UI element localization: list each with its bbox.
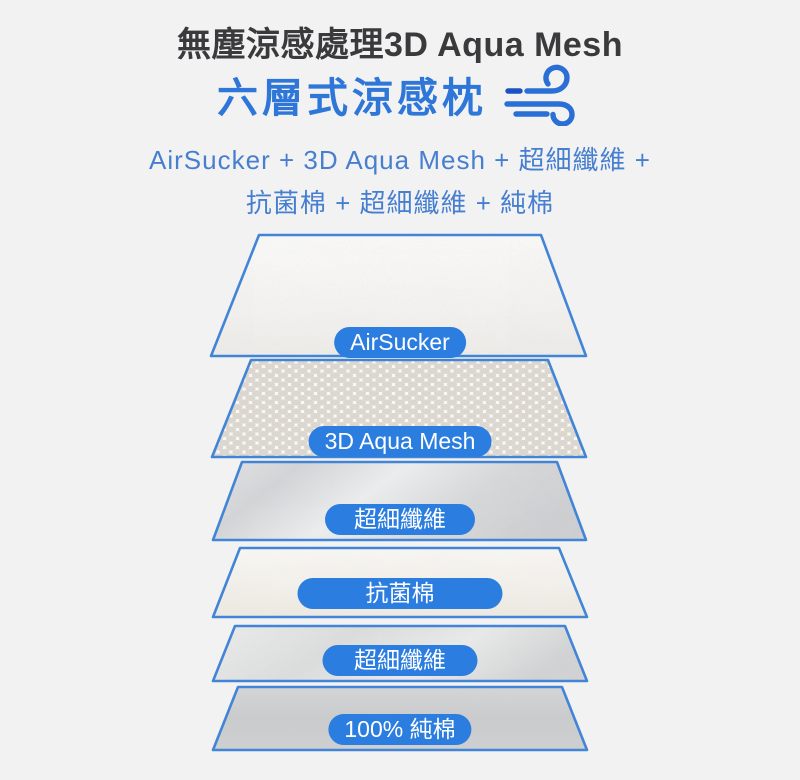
layer-2-surface (212, 360, 586, 457)
wind-icon (504, 64, 575, 126)
layer-4-outline (211, 546, 589, 619)
layer-label-pill-aqua-mesh: 3D Aqua Mesh (308, 426, 492, 457)
layer-1-surface (211, 235, 586, 356)
materials-formula-line1: AirSucker + 3D Aqua Mesh + 超細纖維 + (149, 145, 651, 175)
layer-1-outline (209, 233, 588, 358)
materials-formula-line2: 抗菌棉 + 超細纖維 + 純棉 (245, 188, 555, 218)
subtitle-row: 六層式涼感枕 (0, 64, 800, 126)
layer-label-pill-pure-cotton: 100% 純棉 (328, 714, 472, 745)
wind-icon-bottom-curl (504, 101, 575, 126)
page-title: 無塵涼感處理3D Aqua Mesh (176, 26, 623, 64)
layer-6-outline (211, 685, 589, 752)
layer-label-pill-antibacterial-cotton: 抗菌棉 (297, 578, 503, 609)
layer-2-outline (210, 358, 588, 459)
layer-label-pill-airsucker: AirSucker (334, 327, 466, 358)
layer-3-outline (211, 460, 588, 542)
subtitle: 六層式涼感枕 (217, 75, 487, 121)
wind-icon-top-curl (524, 64, 570, 94)
layer-label-pill-microfiber-1: 超細纖維 (325, 504, 475, 535)
layer-label-pill-microfiber-2: 超細纖維 (322, 645, 478, 676)
layer-5-outline (211, 624, 589, 683)
materials-formula: AirSucker + 3D Aqua Mesh + 超細纖維 + 抗菌棉 + … (0, 139, 800, 225)
